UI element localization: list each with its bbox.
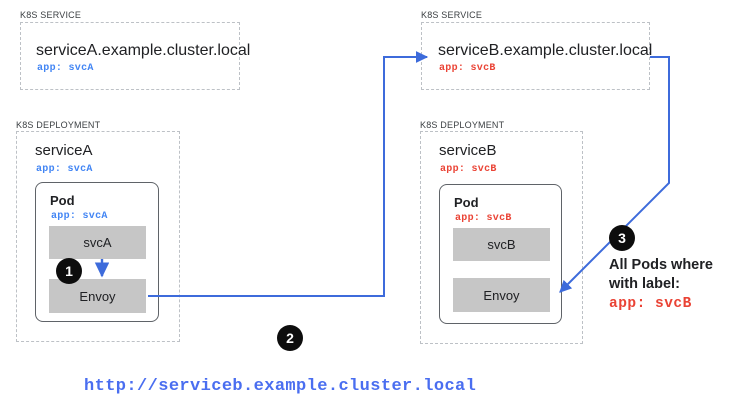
badge-step-1: 1: [56, 258, 82, 284]
service-b-name: serviceB.example.cluster.local: [438, 42, 653, 59]
annotation-line-1: All Pods where: [609, 257, 713, 273]
service-a-label: app: svcA: [37, 63, 94, 74]
service-b-label: app: svcB: [439, 63, 496, 74]
deployment-b-group-label: K8S DEPLOYMENT: [420, 120, 505, 130]
pod-a-container-svca: svcA: [49, 226, 146, 259]
pod-a-label: app: svcA: [51, 211, 108, 222]
service-a-group-box: [20, 22, 240, 90]
wire-service-b-to-envoy-b: [559, 56, 670, 293]
annotation-line-3-label: app: svcB: [609, 296, 692, 312]
deployment-b-name: serviceB: [439, 142, 497, 159]
pod-b-label: app: svcB: [455, 213, 512, 224]
deployment-a-name: serviceA: [35, 142, 93, 159]
badge-step-3: 3: [609, 225, 635, 251]
pod-a-container-envoy: Envoy: [49, 279, 146, 313]
service-a-name: serviceA.example.cluster.local: [36, 42, 251, 59]
wire-envoy-a-to-service-b: [148, 51, 429, 297]
request-url: http://serviceb.example.cluster.local: [84, 377, 477, 396]
deployment-b-group-box: [420, 131, 583, 344]
deployment-a-group-box: [16, 131, 180, 342]
deployment-b-label: app: svcB: [440, 164, 497, 175]
service-a-group-label: K8S SERVICE: [20, 10, 82, 20]
service-b-group-label: K8S SERVICE: [421, 10, 483, 20]
badge-step-2: 2: [277, 325, 303, 351]
pod-b-title: Pod: [454, 195, 479, 210]
deployment-a-label: app: svcA: [36, 164, 93, 175]
annotation-line-2: with label:: [609, 276, 680, 292]
pod-a-title: Pod: [50, 193, 75, 208]
pod-b-container-envoy: Envoy: [453, 278, 550, 312]
pod-b-container-svcb: svcB: [453, 228, 550, 261]
deployment-a-group-label: K8S DEPLOYMENT: [16, 120, 101, 130]
